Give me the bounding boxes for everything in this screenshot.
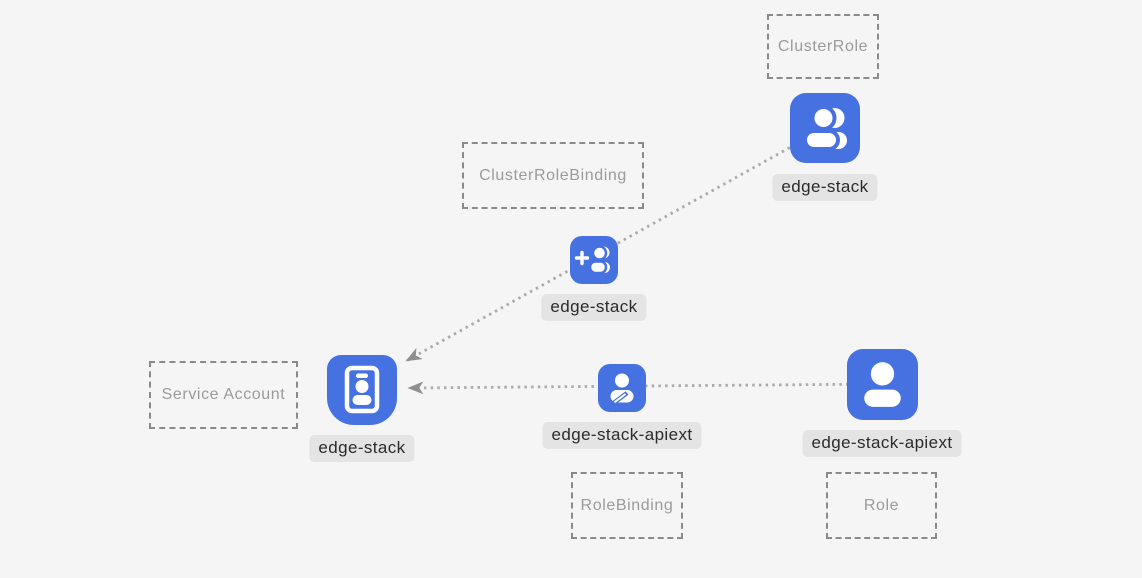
node-role-edge-stack-apiext[interactable] xyxy=(847,349,918,420)
type-box-clusterrole: ClusterRole xyxy=(767,14,879,79)
type-box-rolebinding: RoleBinding xyxy=(571,472,683,539)
type-box-clusterrolebinding: ClusterRoleBinding xyxy=(462,142,644,209)
user-icon xyxy=(864,362,901,407)
id-badge-icon xyxy=(344,365,380,414)
type-box-clusterrole-label: ClusterRole xyxy=(777,37,869,55)
node-label-role: edge-stack-apiext xyxy=(802,430,962,457)
node-label-serviceaccount: edge-stack xyxy=(309,435,415,462)
type-box-serviceaccount-label: Service Account xyxy=(161,386,286,403)
users-icon xyxy=(803,105,847,151)
user-edit-icon xyxy=(610,373,634,406)
node-clusterrole-edge-stack[interactable] xyxy=(790,93,860,163)
user-plus-icon xyxy=(574,245,610,275)
type-box-role-label: Role xyxy=(863,496,900,514)
type-box-clusterrolebinding-label: ClusterRoleBinding xyxy=(479,166,627,184)
type-box-serviceaccount: Service Account xyxy=(149,361,298,429)
node-clusterrolebinding-edge-stack[interactable] xyxy=(570,236,618,284)
node-rolebinding-edge-stack-apiext[interactable] xyxy=(598,364,646,412)
node-label-clusterrole: edge-stack xyxy=(772,174,878,201)
type-box-rolebinding-label: RoleBinding xyxy=(580,496,674,514)
type-box-role: Role xyxy=(826,472,937,539)
node-label-rolebinding: edge-stack-apiext xyxy=(542,422,702,449)
node-label-clusterrolebinding: edge-stack xyxy=(541,294,647,321)
node-serviceaccount-edge-stack[interactable] xyxy=(327,355,397,425)
